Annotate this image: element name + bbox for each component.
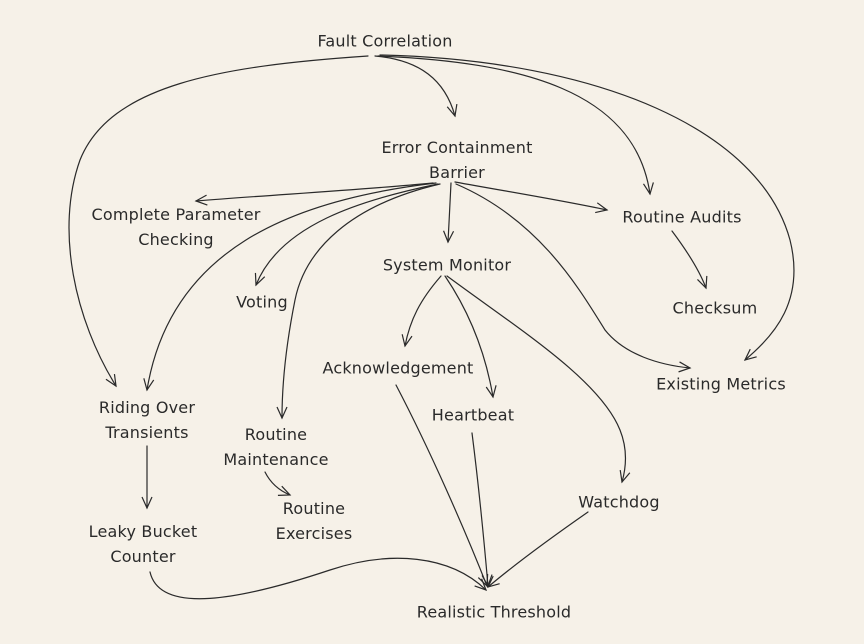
node-complete-parameter-checking: Complete Parameter Checking [91, 205, 261, 249]
node-leaky-bucket-counter: Leaky Bucket Counter [88, 522, 198, 566]
edge-fault-correlation-to-existing-metrics [379, 54, 795, 361]
node-existing-metrics: Existing Metrics [656, 374, 786, 394]
node-routine-maintenance: Routine Maintenance [223, 425, 329, 469]
node-acknowledgement: Acknowledgement [322, 358, 474, 378]
edge-heartbeat-to-realistic-threshold [471, 432, 493, 588]
edge-routine-audits-to-checksum [671, 230, 708, 290]
edge-system-monitor-to-heartbeat [444, 275, 497, 399]
node-watchdog: Watchdog [578, 492, 660, 512]
node-routine-exercises: Routine Exercises [275, 499, 353, 543]
node-riding-over-transients: Riding Over Transients [98, 398, 196, 442]
node-routine-audits: Routine Audits [622, 207, 742, 227]
edge-error-containment-barrier-to-system-monitor [442, 182, 455, 244]
edge-fault-correlation-to-error-containment-barrier [374, 55, 458, 118]
edge-error-containment-barrier-to-complete-parameter-checking [194, 182, 434, 206]
edge-error-containment-barrier-to-existing-metrics [455, 183, 692, 373]
edge-system-monitor-to-acknowledgement [401, 275, 442, 348]
node-error-containment-barrier: Error Containment Barrier [381, 138, 533, 182]
edge-error-containment-barrier-to-routine-maintenance [276, 183, 441, 420]
edge-fault-correlation-to-riding-over-transients [68, 55, 369, 388]
edge-fault-correlation-to-routine-audits [377, 55, 654, 196]
edge-leaky-bucket-counter-to-realistic-threshold [149, 557, 488, 600]
edge-system-monitor-to-watchdog [446, 275, 631, 484]
edge-error-containment-barrier-to-riding-over-transients [143, 182, 437, 392]
edge-error-containment-barrier-to-routine-audits [454, 181, 609, 214]
node-realistic-threshold: Realistic Threshold [416, 602, 572, 622]
node-voting: Voting [236, 292, 288, 312]
node-system-monitor: System Monitor [382, 255, 512, 275]
edge-error-containment-barrier-to-voting [254, 183, 439, 287]
edge-watchdog-to-realistic-threshold [486, 511, 589, 588]
node-heartbeat: Heartbeat [431, 405, 515, 425]
node-fault-correlation: Fault Correlation [317, 31, 453, 51]
edge-routine-maintenance-to-routine-exercises [264, 471, 292, 496]
edge-acknowledgement-to-realistic-threshold [395, 384, 489, 588]
node-checksum: Checksum [672, 298, 758, 318]
